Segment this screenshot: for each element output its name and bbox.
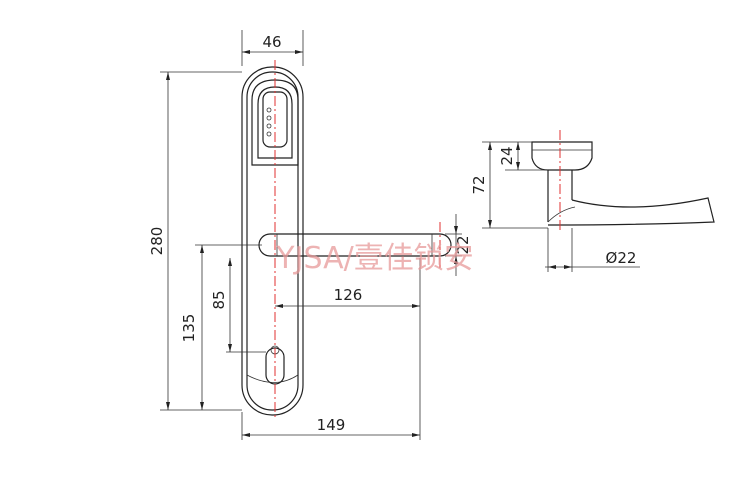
- dim-85: 85: [210, 258, 266, 353]
- indicator-leds: [266, 107, 272, 137]
- side-view: 24 72 Ø22: [470, 130, 715, 272]
- watermark: YJSA/壹佳锁安: [275, 241, 473, 276]
- plate-lower-curve: [246, 374, 299, 383]
- dim-72-label: 72: [470, 175, 488, 194]
- keyhole-cylinder: [265, 347, 285, 385]
- lever-body: [258, 233, 452, 257]
- plate-inner: [246, 71, 299, 411]
- dim-plate-height: 280: [148, 71, 242, 411]
- dim-135: 135: [180, 244, 262, 410]
- dim-85-label: 85: [210, 290, 228, 309]
- side-lever: [547, 197, 715, 226]
- dim-22-thickness: 22: [445, 214, 472, 276]
- dim-280-label: 280: [148, 227, 166, 256]
- dim-126: 126: [275, 258, 421, 312]
- dim-46-label: 46: [262, 33, 281, 51]
- dim-diameter-label: Ø22: [606, 249, 637, 267]
- dim-135-label: 135: [180, 314, 198, 343]
- dim-149-label: 149: [317, 416, 346, 434]
- rose: [531, 141, 593, 171]
- dim-24-label: 24: [498, 146, 516, 165]
- lever-handle-front: [258, 233, 452, 257]
- dim-22-label: 22: [454, 235, 472, 254]
- dim-149: 149: [241, 312, 421, 440]
- dim-plate-width: 46: [241, 30, 304, 66]
- dim-126-label: 126: [334, 286, 363, 304]
- plate-outer: [241, 66, 304, 416]
